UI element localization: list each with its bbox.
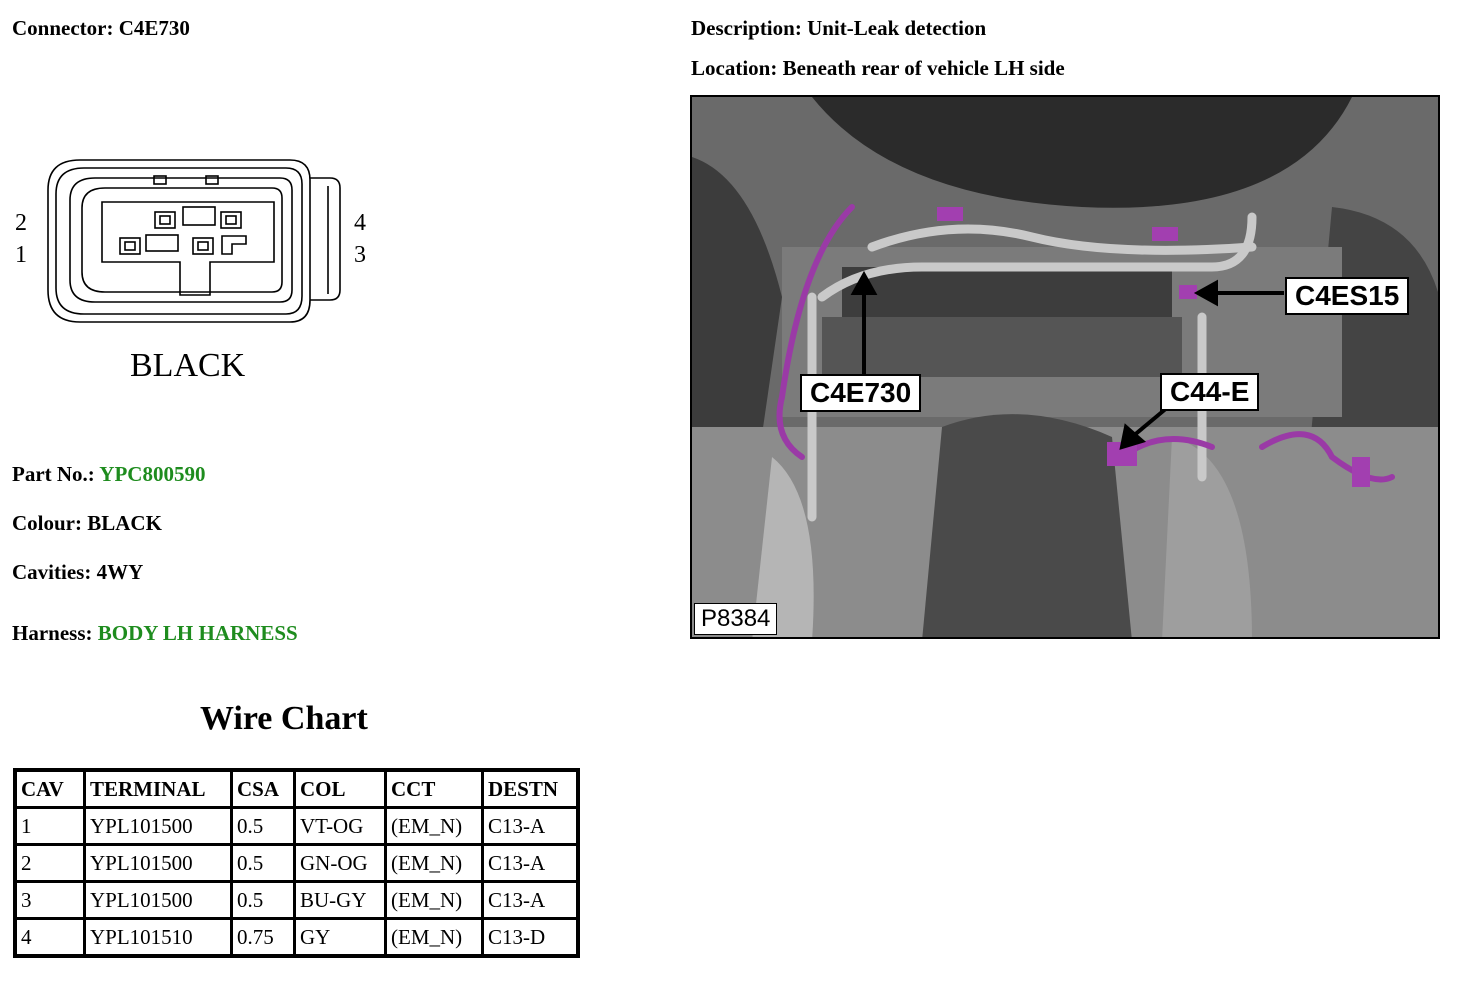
wire-chart-title: Wire Chart <box>200 700 368 737</box>
drawing-color-label: BLACK <box>130 347 246 384</box>
cell-cav: 3 <box>13 880 86 920</box>
connector-field: Connector: C4E730 <box>12 16 190 41</box>
header-terminal: TERMINAL <box>83 768 233 809</box>
table-row: 2 YPL101500 0.5 GN-OG (EM_N) C13-A <box>13 843 580 883</box>
cell-cct: (EM_N) <box>384 843 484 883</box>
harness-value: BODY LH HARNESS <box>97 621 298 645</box>
cell-col: VT-OG <box>293 806 387 846</box>
header-cct: CCT <box>384 768 484 809</box>
header-destn: DESTN <box>481 768 580 809</box>
colour-field: Colour: BLACK <box>12 511 162 536</box>
table-row: 1 YPL101500 0.5 VT-OG (EM_N) C13-A <box>13 806 580 846</box>
header-csa: CSA <box>230 768 296 809</box>
cell-terminal: YPL101500 <box>83 880 233 920</box>
connector-value: C4E730 <box>118 16 190 40</box>
cell-cav: 2 <box>13 843 86 883</box>
cell-cct: (EM_N) <box>384 806 484 846</box>
cell-destn: C13-A <box>481 843 580 883</box>
description-value: Unit-Leak detection <box>807 16 987 40</box>
cell-cav: 4 <box>13 917 86 958</box>
harness-label: Harness: <box>12 621 93 645</box>
wire-chart-table: CAV TERMINAL CSA COL CCT DESTN 1 YPL1015… <box>13 768 580 958</box>
location-field: Location: Beneath rear of vehicle LH sid… <box>691 56 1065 81</box>
cavities-value: 4WY <box>96 560 144 584</box>
table-row: 3 YPL101500 0.5 BU-GY (EM_N) C13-A <box>13 880 580 920</box>
cell-terminal: YPL101510 <box>83 917 233 958</box>
cavities-field: Cavities: 4WY <box>12 560 143 585</box>
cell-cav: 1 <box>13 806 86 846</box>
cell-csa: 0.75 <box>230 917 296 958</box>
pin-label-1: 1 <box>15 242 27 268</box>
colour-value: BLACK <box>87 511 162 535</box>
cell-destn: C13-A <box>481 880 580 920</box>
cell-col: GN-OG <box>293 843 387 883</box>
cell-col: BU-GY <box>293 880 387 920</box>
table-row: 4 YPL101510 0.75 GY (EM_N) C13-D <box>13 917 580 958</box>
cavities-label: Cavities: <box>12 560 92 584</box>
pin-label-2: 2 <box>15 210 27 236</box>
cell-csa: 0.5 <box>230 806 296 846</box>
cell-csa: 0.5 <box>230 843 296 883</box>
cell-col: GY <box>293 917 387 958</box>
pin-label-4: 4 <box>354 210 366 236</box>
callout-c4es15: C4ES15 <box>1285 277 1410 315</box>
header-cav: CAV <box>13 768 86 809</box>
location-photo: C4ES15 C4E730 C44-E P8384 <box>690 95 1440 639</box>
cell-destn: C13-D <box>481 917 580 958</box>
table-header-row: CAV TERMINAL CSA COL CCT DESTN <box>13 768 580 809</box>
location-value: Beneath rear of vehicle LH side <box>782 56 1065 80</box>
photo-id-label: P8384 <box>694 603 778 635</box>
connector-label: Connector: <box>12 16 114 40</box>
callout-c44-e: C44-E <box>1160 373 1260 411</box>
header-col: COL <box>293 768 387 809</box>
cell-csa: 0.5 <box>230 880 296 920</box>
harness-field: Harness: BODY LH HARNESS <box>12 621 298 646</box>
cell-terminal: YPL101500 <box>83 806 233 846</box>
part-no-value: YPC800590 <box>99 462 206 486</box>
description-label: Description: <box>691 16 802 40</box>
description-field: Description: Unit-Leak detection <box>691 16 986 41</box>
part-no-field: Part No.: YPC800590 <box>12 462 205 487</box>
location-label: Location: <box>691 56 778 80</box>
connector-face-drawing: 2 1 4 3 BLACK <box>15 159 366 384</box>
cell-cct: (EM_N) <box>384 880 484 920</box>
cell-destn: C13-A <box>481 806 580 846</box>
vehicle-underbody-illustration <box>692 97 1438 637</box>
part-no-label: Part No.: <box>12 462 95 486</box>
cell-terminal: YPL101500 <box>83 843 233 883</box>
callout-c4e730: C4E730 <box>800 374 922 412</box>
colour-label: Colour: <box>12 511 82 535</box>
cell-cct: (EM_N) <box>384 917 484 958</box>
pin-label-3: 3 <box>354 242 366 268</box>
